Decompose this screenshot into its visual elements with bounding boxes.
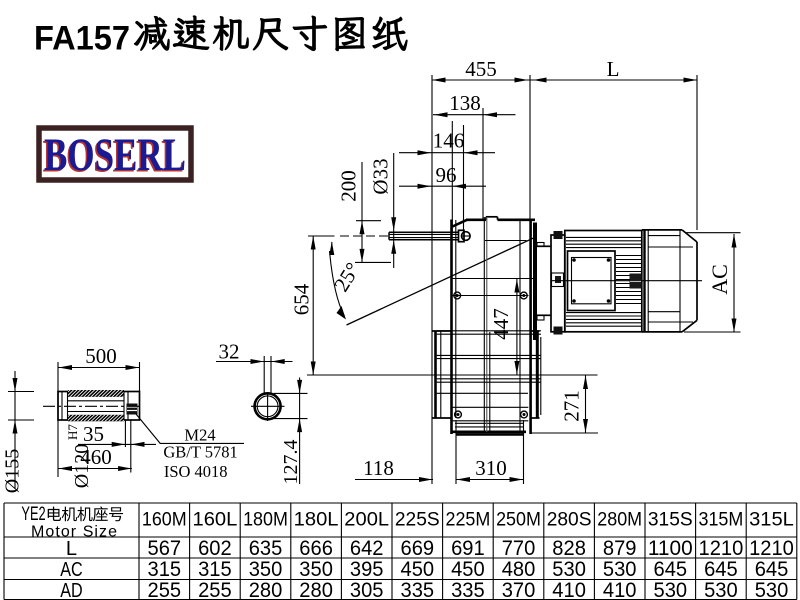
svg-text:410: 410 xyxy=(603,578,637,600)
svg-text:1210: 1210 xyxy=(699,536,744,560)
svg-text:530: 530 xyxy=(704,578,738,600)
svg-text:AC: AC xyxy=(60,558,83,581)
svg-text:H7: H7 xyxy=(65,424,80,440)
svg-text:255: 255 xyxy=(148,578,182,600)
svg-text:530: 530 xyxy=(654,578,688,600)
svg-text:828: 828 xyxy=(552,536,586,560)
svg-text:146: 146 xyxy=(433,129,465,153)
svg-text:35: 35 xyxy=(83,422,104,446)
svg-text:530: 530 xyxy=(755,578,789,600)
svg-text:645: 645 xyxy=(704,557,738,581)
svg-text:AD: AD xyxy=(60,579,82,600)
svg-text:200: 200 xyxy=(337,170,361,202)
svg-text:450: 450 xyxy=(451,557,485,581)
svg-text:225M: 225M xyxy=(446,509,491,531)
svg-text:Motor Size: Motor Size xyxy=(31,524,117,541)
svg-text:280: 280 xyxy=(249,578,283,600)
svg-text:Ø33: Ø33 xyxy=(369,158,393,194)
svg-text:315: 315 xyxy=(198,557,232,581)
svg-text:225S: 225S xyxy=(395,509,440,531)
svg-text:635: 635 xyxy=(249,536,283,560)
svg-text:138: 138 xyxy=(449,91,481,115)
svg-text:YE2: YE2 xyxy=(21,504,45,525)
svg-text:455: 455 xyxy=(465,57,497,81)
svg-text:530: 530 xyxy=(552,557,586,581)
svg-text:770: 770 xyxy=(502,536,536,560)
svg-text:645: 645 xyxy=(654,557,688,581)
svg-text:447: 447 xyxy=(489,308,513,340)
svg-text:180M: 180M xyxy=(243,509,288,531)
svg-text:669: 669 xyxy=(401,536,435,560)
svg-text:530: 530 xyxy=(603,557,637,581)
svg-text:Ø155: Ø155 xyxy=(2,449,24,493)
svg-text:ISO 4018: ISO 4018 xyxy=(164,462,228,481)
svg-text:160L: 160L xyxy=(193,509,238,531)
svg-text:96: 96 xyxy=(436,163,457,187)
svg-text:450: 450 xyxy=(401,557,435,581)
svg-text:350: 350 xyxy=(299,557,333,581)
svg-text:315: 315 xyxy=(148,557,182,581)
svg-text:315S: 315S xyxy=(648,509,693,531)
svg-text:BOSERL: BOSERL xyxy=(44,129,186,181)
svg-text:118: 118 xyxy=(363,456,394,480)
svg-text:395: 395 xyxy=(350,557,384,581)
svg-text:280S: 280S xyxy=(547,509,592,531)
svg-text:AC: AC xyxy=(707,264,732,295)
svg-text:200L: 200L xyxy=(344,509,389,531)
svg-text:1210: 1210 xyxy=(749,536,794,560)
svg-text:BOSERL: BOSERL xyxy=(43,131,185,183)
svg-text:370: 370 xyxy=(502,578,536,600)
svg-text:280M: 280M xyxy=(597,509,642,531)
svg-text:310: 310 xyxy=(475,456,507,480)
svg-text:460: 460 xyxy=(80,445,112,469)
svg-text:666: 666 xyxy=(299,536,333,560)
svg-text:GB/T 5781: GB/T 5781 xyxy=(163,443,237,462)
svg-text:567: 567 xyxy=(148,536,182,560)
svg-text:180L: 180L xyxy=(294,509,339,531)
svg-text:315L: 315L xyxy=(749,509,794,531)
svg-text:160M: 160M xyxy=(142,509,187,531)
svg-text:335: 335 xyxy=(401,578,435,600)
svg-text:350: 350 xyxy=(249,557,283,581)
svg-text:32: 32 xyxy=(219,340,240,364)
svg-text:271: 271 xyxy=(560,390,584,422)
svg-text:1100: 1100 xyxy=(648,536,693,560)
svg-text:FA157: FA157 xyxy=(34,20,130,58)
svg-text:127.4: 127.4 xyxy=(280,440,302,485)
svg-text:645: 645 xyxy=(755,557,789,581)
svg-text:250M: 250M xyxy=(496,509,541,531)
svg-text:410: 410 xyxy=(552,578,586,600)
svg-text:654: 654 xyxy=(290,283,314,315)
svg-text:691: 691 xyxy=(451,536,485,560)
svg-text:315M: 315M xyxy=(699,509,744,531)
svg-text:642: 642 xyxy=(350,536,384,560)
svg-text:602: 602 xyxy=(198,536,232,560)
svg-text:280: 280 xyxy=(299,578,333,600)
svg-text:L: L xyxy=(607,57,620,81)
svg-text:255: 255 xyxy=(198,578,232,600)
svg-text:L: L xyxy=(66,537,77,560)
svg-text:M24: M24 xyxy=(184,426,215,445)
svg-text:500: 500 xyxy=(85,344,117,368)
svg-text:305: 305 xyxy=(350,578,384,600)
svg-text:335: 335 xyxy=(451,578,485,600)
svg-text:Ø120: Ø120 xyxy=(71,444,93,488)
svg-text:480: 480 xyxy=(502,557,536,581)
svg-text:879: 879 xyxy=(603,536,637,560)
